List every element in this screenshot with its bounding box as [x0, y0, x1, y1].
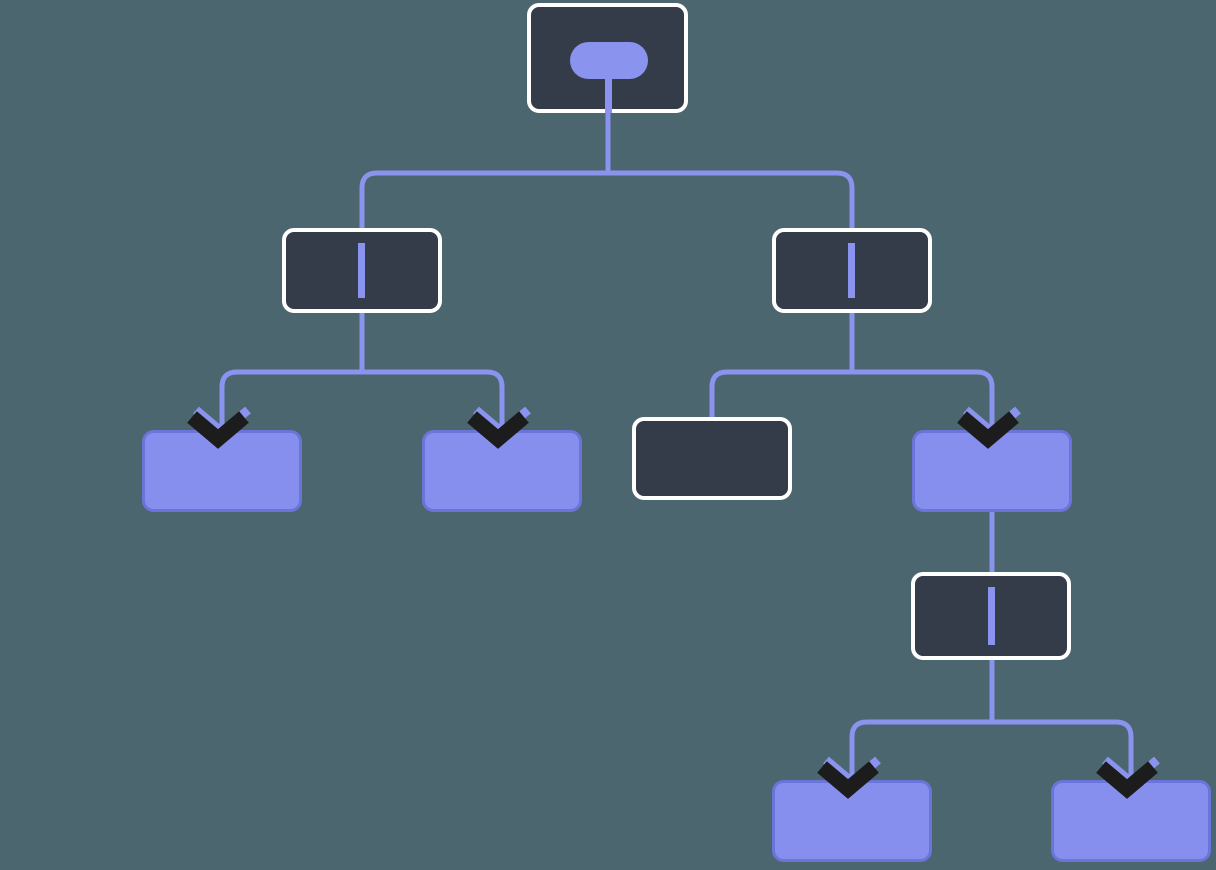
arrowhead-leaf-1-dark-chevron-icon [187, 411, 249, 449]
root-node[interactable] [527, 3, 688, 113]
edge-level2-right-to-level3-dark [709, 369, 852, 417]
arrowhead-leaf-2 [467, 406, 531, 449]
level3-dark-node-body[interactable] [632, 417, 792, 500]
root-node-stem-glyph [605, 70, 612, 113]
arrowhead-leaf-3 [817, 756, 881, 799]
level2-right-node[interactable] [772, 228, 932, 313]
root-node-pill-glyph [570, 42, 648, 79]
nodes-layer [142, 3, 1211, 862]
arrowhead-leaf-3-dark-chevron-icon [817, 761, 879, 799]
level4-dark-node[interactable] [911, 572, 1071, 660]
edge-root-to-level2-right [608, 170, 855, 228]
level2-left-node-bar-glyph [358, 243, 365, 298]
edge-level2-right-to-level3-purple [852, 369, 995, 430]
edge-root-to-level2-left [359, 170, 608, 228]
arrowhead-leaf-4-dark-chevron-icon [1096, 761, 1158, 799]
level4-dark-node-bar-glyph [988, 587, 995, 645]
arrowhead-leaf-2-dark-chevron-icon [467, 411, 529, 449]
arrowhead-level3-purple [957, 406, 1021, 449]
arrowhead-leaf-1 [187, 406, 251, 449]
edge-level2-left-to-leaf-2 [362, 369, 505, 430]
edges-layer [219, 113, 1134, 780]
edge-level2-left-to-leaf-1 [219, 369, 362, 430]
edge-level4-to-leaf-3 [849, 719, 992, 780]
level3-dark-node[interactable] [632, 417, 792, 500]
edge-level4-to-leaf-4 [992, 719, 1134, 780]
level2-right-node-bar-glyph [848, 243, 855, 298]
level2-left-node[interactable] [282, 228, 442, 313]
arrowhead-leaf-4 [1096, 756, 1160, 799]
arrowheads-layer [187, 406, 1160, 799]
arrowhead-level3-purple-dark-chevron-icon [957, 411, 1019, 449]
